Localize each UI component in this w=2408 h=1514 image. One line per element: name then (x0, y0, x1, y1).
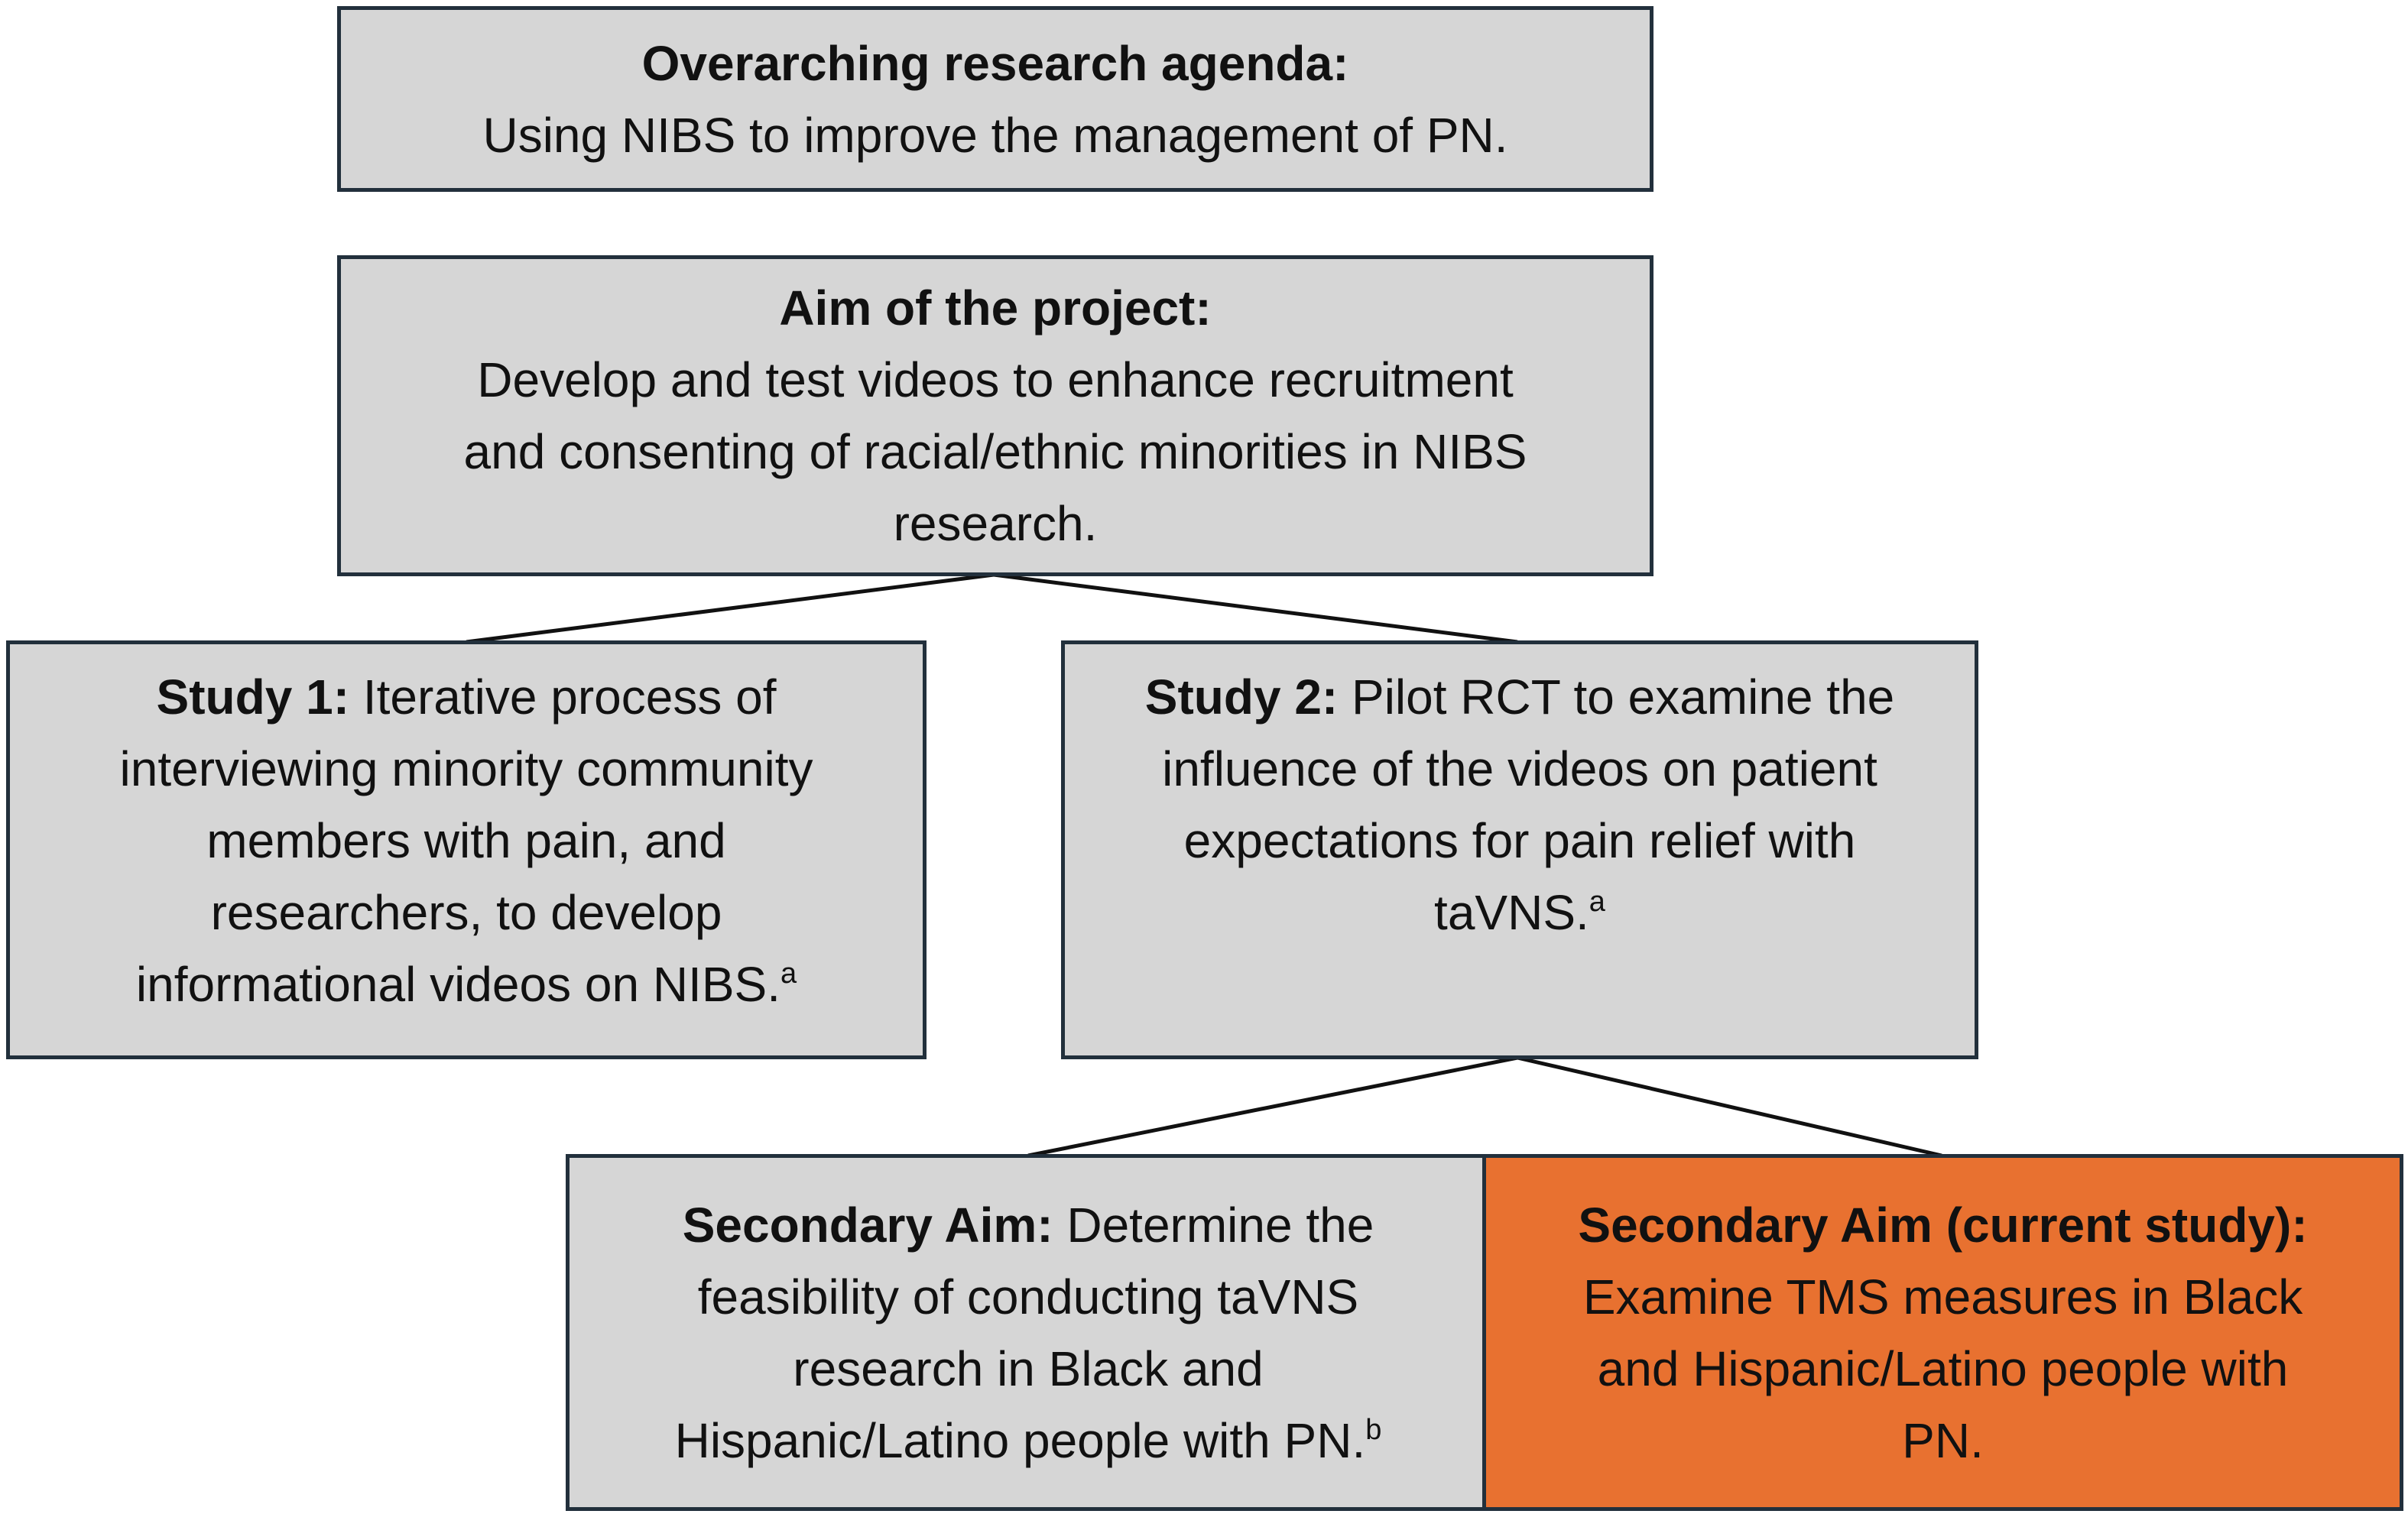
secondary-current-heading: Secondary Aim (current study): (1578, 1197, 2308, 1253)
study2-line: expectations for pain relief with (1183, 813, 1856, 868)
study2-box: Study 2: Pilot RCT to examine the influe… (1061, 640, 1978, 1059)
study1-line: members with pain, and (206, 813, 726, 868)
study2-label: Study 2: (1144, 669, 1339, 725)
agenda-heading: Overarching research agenda: (641, 35, 1349, 91)
project-aim-line: research. (893, 496, 1098, 551)
study1-label: Study 1: (156, 669, 349, 725)
secondary-current-line: Examine TMS measures in Black (1582, 1269, 2303, 1324)
study2-line: influence of the videos on patient (1162, 741, 1877, 796)
project-aim-line: Develop and test videos to enhance recru… (477, 352, 1514, 407)
secondary-aim-current-study-box: Secondary Aim (current study): Examine T… (1482, 1154, 2403, 1511)
study2-first-line: Study 2: Pilot RCT to examine the (1145, 661, 1895, 733)
study1-first-line-text: Iterative process of (362, 669, 777, 725)
study2-footnote-marker: a (1589, 886, 1605, 918)
project-aim-line: and consenting of racial/ethnic minoriti… (463, 424, 1527, 479)
study2-last-line: taVNS.a (1434, 877, 1605, 948)
project-aim-heading: Aim of the project: (779, 280, 1212, 336)
secondary-aim-feasibility-box: Secondary Aim: Determine the feasibility… (566, 1154, 1491, 1511)
project-aim-box: Aim of the project: Develop and test vid… (337, 255, 1653, 576)
connector-study2-to-secondary-feasibility (1027, 1055, 1518, 1158)
connector-aim-to-study2 (993, 572, 1518, 644)
secondary-feasibility-line: feasibility of conducting taVNS (697, 1269, 1359, 1324)
study1-footnote-marker: a (780, 958, 797, 990)
study2-line: taVNS. (1434, 885, 1589, 940)
agenda-box: Overarching research agenda: Using NIBS … (337, 6, 1653, 192)
study1-line: researchers, to develop (210, 885, 722, 940)
secondary-feasibility-first-line: Secondary Aim: Determine the (683, 1189, 1374, 1261)
study2-first-line-text: Pilot RCT to examine the (1352, 669, 1895, 725)
study1-line: informational videos on NIBS. (135, 957, 780, 1012)
secondary-feasibility-last-line: Hispanic/Latino people with PN.b (675, 1405, 1382, 1477)
secondary-feasibility-first-line-text: Determine the (1066, 1197, 1374, 1253)
secondary-current-line: and Hispanic/Latino people with (1597, 1341, 2289, 1396)
secondary-current-line: PN. (1902, 1412, 1984, 1468)
secondary-feasibility-line: Hispanic/Latino people with PN. (674, 1412, 1366, 1468)
study1-last-line: informational videos on NIBS.a (136, 948, 797, 1020)
secondary-feasibility-line: research in Black and (793, 1341, 1264, 1396)
secondary-feasibility-footnote-marker: b (1365, 1413, 1382, 1446)
study1-line: interviewing minority community (119, 741, 813, 796)
agenda-text: Using NIBS to improve the management of … (482, 107, 1508, 163)
secondary-feasibility-label: Secondary Aim: (682, 1197, 1053, 1253)
connector-aim-to-study1 (466, 572, 995, 644)
study1-first-line: Study 1: Iterative process of (157, 661, 777, 733)
study1-box: Study 1: Iterative process of interviewi… (6, 640, 927, 1059)
connector-study2-to-secondary-current (1517, 1055, 1942, 1158)
